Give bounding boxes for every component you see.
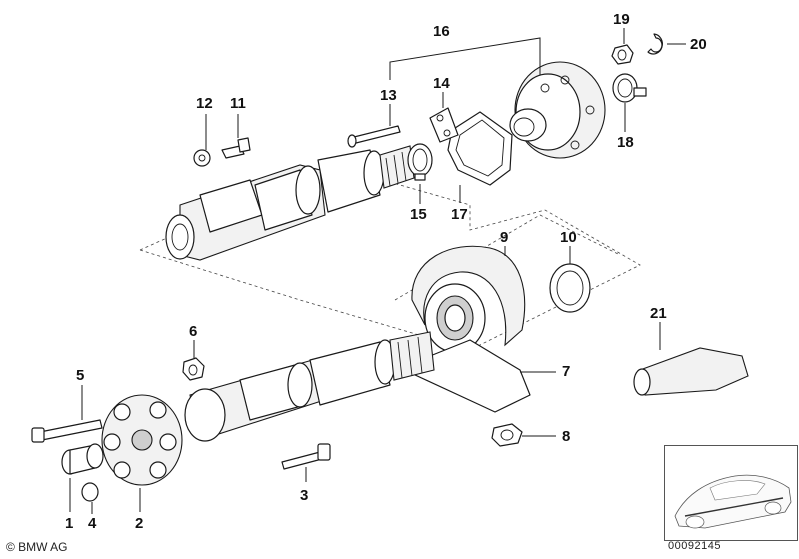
callout-15: 15 (410, 206, 427, 223)
callout-5: 5 (76, 367, 84, 384)
part-15-clamp (407, 143, 433, 181)
callout-13: 13 (380, 87, 397, 104)
callout-8: 8 (562, 428, 570, 445)
car-outline-icon (674, 474, 792, 529)
callout-7: 7 (562, 363, 570, 380)
callout-16: 16 (433, 23, 450, 40)
callout-2: 2 (135, 515, 143, 532)
callout-18: 18 (617, 134, 634, 151)
part-4-nut (81, 482, 99, 502)
part-14-plate (429, 107, 459, 143)
callout-1: 1 (65, 515, 73, 532)
part-6-nut (182, 357, 205, 381)
part-11-bolt (221, 137, 251, 159)
callout-12: 12 (196, 95, 213, 112)
part-9-bearing-housing (411, 245, 526, 353)
callout-17: 17 (451, 206, 468, 223)
upper-assembly-outline (138, 164, 641, 351)
callout-4: 4 (88, 515, 97, 532)
part-12-washer (193, 149, 211, 167)
callout-11: 11 (230, 95, 246, 112)
diagram-reference-number: 00092145 (668, 540, 721, 552)
callout-14: 14 (433, 75, 450, 92)
callout-19: 19 (613, 11, 630, 28)
callout-3: 3 (300, 487, 308, 504)
callout-10: 10 (560, 229, 577, 246)
part-10-seal (549, 263, 591, 313)
callout-6: 6 (189, 323, 197, 340)
part-18-clamp (612, 73, 647, 103)
part-8-nut (491, 423, 523, 447)
part-1-sleeve (61, 443, 104, 475)
callout-20: 20 (690, 36, 707, 53)
callout-9: 9 (500, 229, 508, 246)
leader-lines (69, 28, 686, 514)
vehicle-thumbnail (664, 445, 798, 541)
part-5-bolt (31, 419, 103, 443)
part-20-circlip (647, 33, 663, 55)
part-19-nut (611, 44, 634, 65)
copyright-label: © BMW AG (6, 540, 68, 554)
lower-drive-shaft (184, 331, 435, 442)
upper-drive-shaft (165, 145, 415, 261)
part-2-flex-disc (101, 394, 183, 486)
callout-21: 21 (650, 305, 667, 322)
part-3-bolt (281, 443, 331, 470)
part-21-grease-tube (633, 347, 749, 396)
part-16-coupling (509, 61, 606, 159)
part-17-gasket (447, 111, 513, 186)
part-13-bolt (347, 125, 401, 148)
